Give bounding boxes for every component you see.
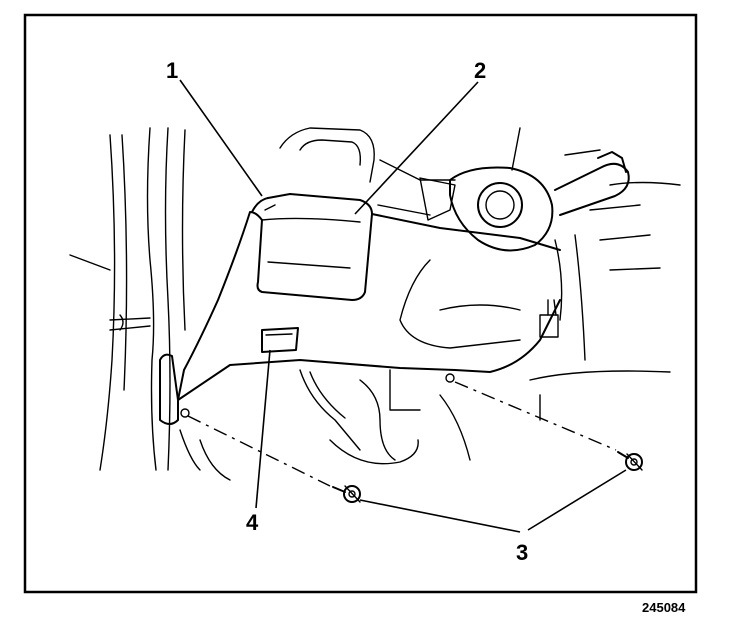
figure-number: 245084: [642, 600, 686, 615]
leader-3b: [527, 469, 627, 531]
leader-3a: [359, 499, 521, 533]
leader-1: [179, 79, 263, 197]
callout-4: 4: [246, 510, 259, 535]
access-opening: [261, 327, 299, 353]
leader-2: [354, 81, 479, 215]
knee-bolster-panel: [159, 193, 561, 425]
upper-dash: [264, 127, 681, 271]
leader-4: [255, 349, 271, 509]
bolt-path-right: [454, 381, 617, 451]
figure-frame: [23, 13, 698, 594]
callout-1: 1: [166, 58, 178, 83]
steering-column: [399, 151, 630, 361]
callout-3: 3: [516, 540, 528, 565]
bolt-left: [332, 485, 361, 503]
bolt-path-left: [187, 415, 331, 487]
pedal-area: [179, 369, 671, 481]
callout-2: 2: [474, 58, 486, 83]
door-pillar: [69, 127, 186, 471]
bolt-right: [617, 451, 643, 471]
fastener-holes: [445, 373, 455, 383]
